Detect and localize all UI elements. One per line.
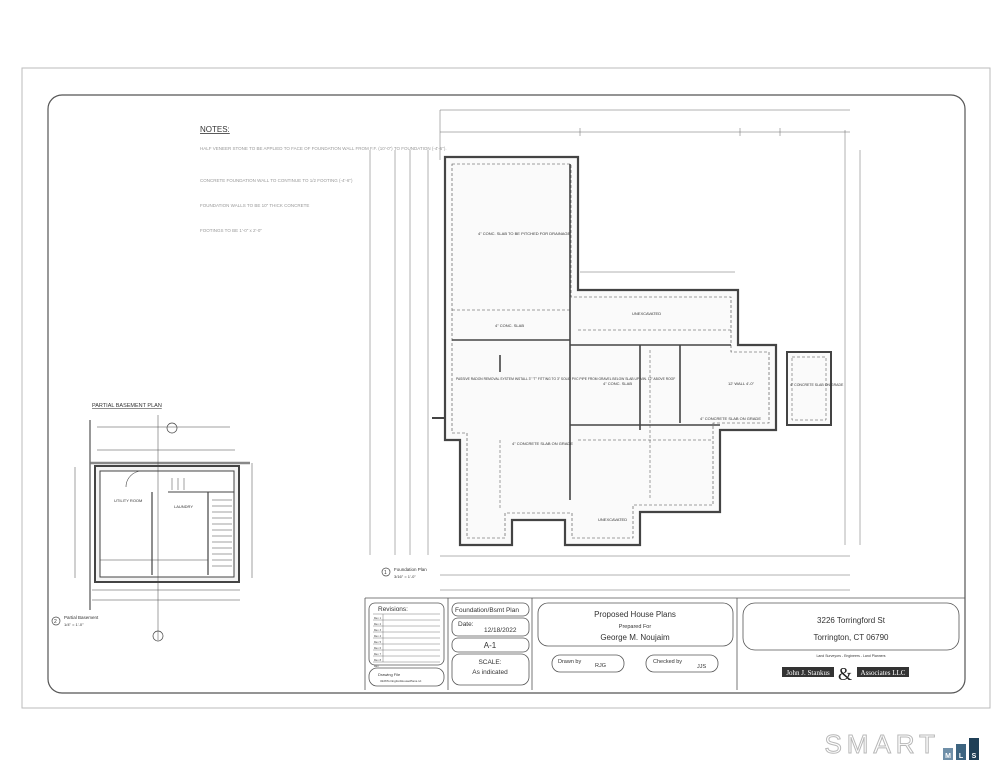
notes-block: NOTES: HALF VENEER STONE TO BE APPLIED T… (200, 125, 447, 233)
firm-logo: John J. Stankus & Associates LLC (782, 664, 909, 684)
callout-conc-slab-1: 4" CONC. SLAB (495, 323, 524, 328)
foundation-plan-number: 1 (384, 570, 387, 576)
partial-basement-scale: 1/4" = 1'-0" (64, 622, 84, 627)
date-label: Date: (458, 621, 474, 628)
watermark-block-m: M (943, 748, 953, 760)
drawing-file: 3226TorringfordHousePlans.rvt (380, 679, 422, 683)
callout-slab-on-grade-1: 4" CONCRETE SLAB ON GRADE (700, 416, 761, 421)
address-line-1: 3226 Torringford St (817, 616, 886, 625)
note-4: FOOTINGS TO BE 1'-0" x 2'-0" (200, 228, 262, 233)
note-3: FOUNDATION WALLS TO BE 10" THICK CONCRET… (200, 203, 309, 208)
firm-tagline: Land Surveyors - Engineers - Land Planne… (816, 654, 885, 658)
revision-row: Rev. 3 (374, 629, 382, 632)
sheet-type: Foundation/Bsmt Plan (455, 607, 519, 614)
revision-row: Rev. 7 (374, 653, 382, 656)
note-1: HALF VENEER STONE TO BE APPLIED TO FACE … (200, 146, 447, 151)
firm-name-left: John J. Stankus (786, 669, 830, 677)
drawn-by-label: Drawn by (558, 659, 581, 665)
date-value: 12/18/2022 (484, 627, 517, 634)
drawing-file-label: Drawing File (378, 672, 401, 677)
revisions-label: Revisions: (378, 606, 408, 613)
revision-row: Rev. 6 (374, 647, 382, 650)
callout-wall: 12' WALL 4'-0" (728, 381, 755, 386)
callout-conc-slab-2: 4" CONC. SLAB (603, 381, 632, 386)
revision-row: Rev. 8 (374, 659, 382, 662)
title-block (364, 597, 965, 690)
partial-basement-number: 2 (54, 619, 57, 625)
partial-basement-label: Partial Basement (64, 615, 99, 620)
callout-slab-on-grade-2: 4" CONCRETE SLAB ON GRADE (512, 441, 573, 446)
prepared-for-label: Prepared For (619, 624, 652, 630)
watermark-block-s: S (969, 738, 979, 760)
firm-name-right: Associates LLC (861, 669, 906, 677)
scale-value: As indicated (472, 669, 508, 676)
note-2: CONCRETE FOUNDATION WALL TO CONTINUE TO … (200, 178, 353, 183)
partial-basement-plan: PARTIAL BASEMENT PLAN UTILITY ROOM L (51, 403, 253, 642)
revision-row: Rev. 2 (374, 623, 382, 626)
firm-ampersand: & (838, 664, 852, 684)
revision-row: Rev. 4 (374, 635, 382, 638)
watermark-block-l: L (956, 744, 966, 760)
title-block-text: Revisions: Rev. 1 Rev. 2 Rev. 3 Rev. 4 R… (374, 606, 909, 684)
room-utility: UTILITY ROOM (114, 498, 142, 503)
project-title: Proposed House Plans (594, 610, 676, 619)
address-line-2: Torrington, CT 06790 (813, 633, 889, 642)
notes-title: NOTES: (200, 125, 230, 134)
drawn-by: RJG (595, 663, 606, 669)
foundation-plan-label: Foundation Plan (394, 567, 427, 572)
callout-radon: PASSIVE RADON REMOVAL SYSTEM INSTALL 3" … (456, 377, 675, 381)
callout-unexcavated-1: UNEXCAVATED (632, 311, 661, 316)
revision-row: Rev. (374, 665, 379, 668)
checked-by-label: Checked by (653, 659, 682, 665)
scale-label: SCALE: (478, 659, 501, 666)
callout-unexcavated-2: UNEXCAVATED (598, 517, 627, 522)
callout-slab-pitched: 4" CONC. SLAB TO BE PITCHED FOR DRAINAGE (478, 231, 571, 236)
drawing-frame (47, 94, 966, 694)
smart-mls-watermark: SMART M L S (824, 729, 979, 760)
revision-row: Rev. 1 (374, 617, 382, 620)
client-name: George M. Noujaim (600, 633, 670, 642)
checked-by: JJS (697, 664, 707, 670)
sheet-number: A-1 (484, 641, 497, 650)
partial-basement-title: PARTIAL BASEMENT PLAN (92, 403, 162, 409)
foundation-plan-scale: 3/16" = 1'-0" (394, 574, 416, 579)
revision-row: Rev. 5 (374, 641, 382, 644)
foundation-plan: 4" CONC. SLAB TO BE PITCHED FOR DRAINAGE… (369, 109, 861, 591)
room-laundry: LAUNDRY (174, 504, 193, 509)
callout-slab-small: 4" CONCRETE SLAB ON GRADE (790, 383, 844, 387)
sheet-border (21, 67, 991, 709)
watermark-brand: SMART (824, 729, 940, 760)
